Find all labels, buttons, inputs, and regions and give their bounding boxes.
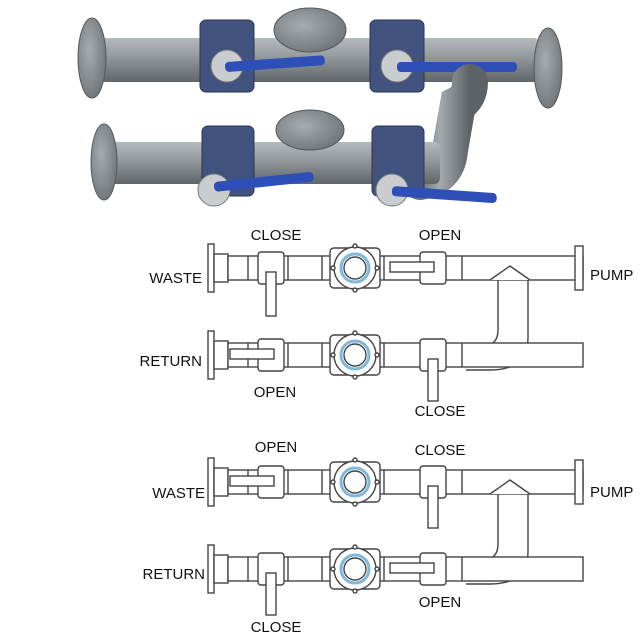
top-left-valve-label: CLOSE [251, 227, 302, 244]
return-label: RETURN [140, 353, 203, 370]
top-right-valve-label: OPEN [419, 227, 462, 244]
diagram-1: CLOSE OPEN WASTE RETURN PUMP OPEN CLOSE [140, 227, 634, 420]
bottom-left-valve-label: CLOSE [251, 619, 302, 636]
bottom-right-valve-label: OPEN [419, 594, 462, 611]
return-label: RETURN [143, 566, 206, 583]
waste-label: WASTE [149, 270, 202, 287]
top-right-valve-label: CLOSE [415, 442, 466, 459]
pump-label: PUMP [590, 484, 633, 501]
bottom-right-valve-label: CLOSE [415, 403, 466, 420]
waste-label: WASTE [152, 485, 205, 502]
diagram-2: OPEN CLOSE WASTE RETURN PUMP CLOSE OPEN [143, 439, 634, 636]
flow-schematics: CLOSE OPEN WASTE RETURN PUMP OPEN CLOSE … [140, 227, 634, 636]
upper-pipe-assembly [77, 7, 563, 109]
lower-pipe-assembly [90, 109, 497, 207]
bottom-left-valve-label: OPEN [254, 384, 297, 401]
top-left-valve-label: OPEN [255, 439, 298, 456]
pump-label: PUMP [590, 267, 633, 284]
valve-manifold-photo [77, 7, 563, 207]
